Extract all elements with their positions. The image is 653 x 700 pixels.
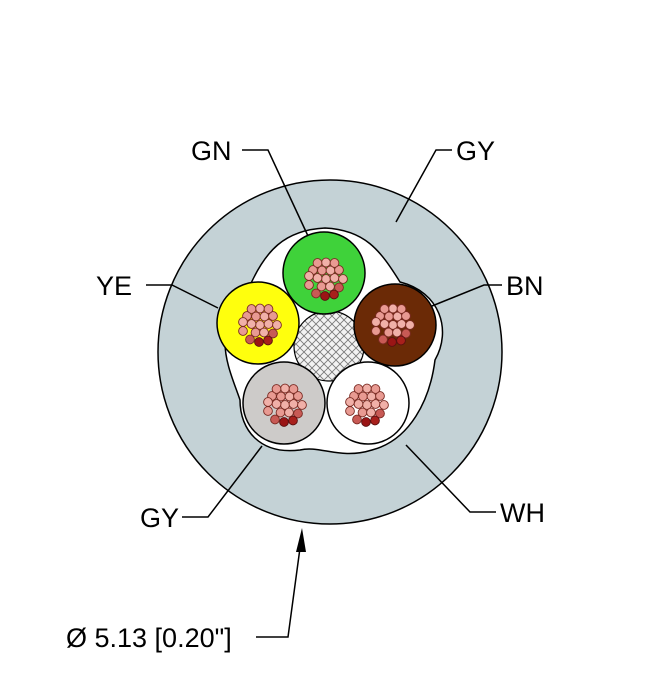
leader-gn (242, 149, 309, 237)
label-bn: BN (506, 271, 544, 301)
label-gy-jacket: GY (456, 136, 495, 166)
label-gy-core: GY (140, 503, 179, 533)
leader-diameter (256, 547, 301, 638)
leader-gy-core (182, 445, 263, 518)
conductor-wh (326, 361, 410, 445)
leader-ye (146, 284, 219, 309)
label-ye: YE (96, 271, 132, 301)
label-wh: WH (500, 498, 545, 528)
label-gn: GN (191, 136, 232, 166)
conductor-gy (242, 361, 326, 445)
dimension-arrowhead (296, 528, 306, 552)
conductor-bn (353, 283, 437, 367)
leader-bn (431, 284, 502, 307)
leader-wh (405, 444, 496, 513)
conductor-ye (216, 281, 300, 365)
conductor-gn (282, 231, 366, 315)
leader-gy-jacket (395, 149, 452, 223)
label-diameter: Ø 5.13 [0.20"] (66, 623, 232, 653)
